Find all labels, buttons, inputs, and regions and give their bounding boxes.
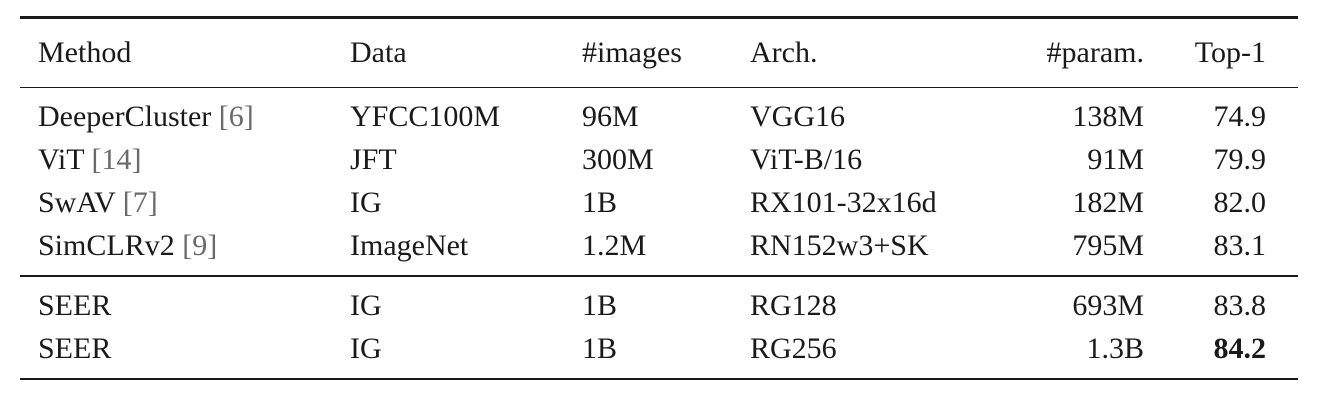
citation-ref[interactable]: [14] xyxy=(91,143,142,176)
method-cell: SEER xyxy=(38,331,112,365)
top1-cell-best: 84.2 xyxy=(1213,331,1267,365)
header-rule xyxy=(20,86,1298,88)
arch-cell: RN152w3+SK xyxy=(750,229,929,262)
header-param: #param. xyxy=(1046,35,1144,69)
param-cell: 182M xyxy=(1072,186,1144,219)
method-cell: DeeperCluster [6] xyxy=(38,100,254,133)
citation-ref[interactable]: [6] xyxy=(218,100,254,133)
images-cell: 96M xyxy=(582,100,639,133)
header-arch: Arch. xyxy=(750,35,818,69)
header-data: Data xyxy=(350,35,407,69)
param-cell: 91M xyxy=(1087,143,1144,176)
method-cell: SwAV [7] xyxy=(38,186,158,219)
table-row: SEER IG 1B RG256 1.3B 84.2 xyxy=(20,327,1298,370)
data-cell: IG xyxy=(350,331,382,365)
citation-ref[interactable]: [7] xyxy=(122,186,158,219)
param-cell: 693M xyxy=(1072,288,1144,322)
arch-cell: RX101-32x16d xyxy=(750,186,937,219)
data-cell: IG xyxy=(350,288,382,322)
table-row: SEER IG 1B RG128 693M 83.8 xyxy=(20,284,1298,327)
param-cell: 138M xyxy=(1072,100,1144,133)
bottom-rule xyxy=(20,377,1298,380)
method-cell: SEER xyxy=(38,288,112,322)
arch-cell: VGG16 xyxy=(750,100,845,133)
images-cell: 1B xyxy=(582,288,618,322)
citation-ref[interactable]: [9] xyxy=(182,229,218,262)
images-cell: 1B xyxy=(582,186,618,219)
table-row: DeeperCluster [6] YFCC100M 96M VGG16 138… xyxy=(20,95,1298,138)
data-cell: JFT xyxy=(350,143,397,176)
arch-cell: RG256 xyxy=(750,331,837,365)
param-cell: 795M xyxy=(1072,229,1144,262)
images-cell: 1.2M xyxy=(582,229,647,262)
method-cell: SimCLRv2 [9] xyxy=(38,229,218,262)
results-table: Method Data #images Arch. #param. Top-1 … xyxy=(20,16,1298,380)
arch-cell: RG128 xyxy=(750,288,837,322)
header-method: Method xyxy=(38,35,132,69)
table-row: SwAV [7] IG 1B RX101-32x16d 182M 82.0 xyxy=(20,181,1298,224)
group-divider-rule xyxy=(20,275,1298,277)
header-images: #images xyxy=(582,35,682,69)
top1-cell: 74.9 xyxy=(1213,100,1267,133)
images-cell: 1B xyxy=(582,331,618,365)
images-cell: 300M xyxy=(582,143,654,176)
header-row: Method Data #images Arch. #param. Top-1 xyxy=(20,19,1298,87)
param-cell: 1.3B xyxy=(1086,331,1144,365)
table-row: SimCLRv2 [9] ImageNet 1.2M RN152w3+SK 79… xyxy=(20,224,1298,267)
data-cell: YFCC100M xyxy=(350,100,501,133)
top1-cell: 79.9 xyxy=(1213,143,1267,176)
top1-cell: 83.1 xyxy=(1213,229,1267,262)
top1-cell: 82.0 xyxy=(1213,186,1267,219)
top1-cell: 83.8 xyxy=(1213,288,1267,322)
method-cell: ViT [14] xyxy=(38,143,142,176)
top-rule xyxy=(20,16,1298,19)
data-cell: IG xyxy=(350,186,382,219)
table-row: ViT [14] JFT 300M ViT-B/16 91M 79.9 xyxy=(20,138,1298,181)
header-top1: Top-1 xyxy=(1194,35,1266,69)
data-cell: ImageNet xyxy=(350,229,469,262)
arch-cell: ViT-B/16 xyxy=(750,143,863,176)
